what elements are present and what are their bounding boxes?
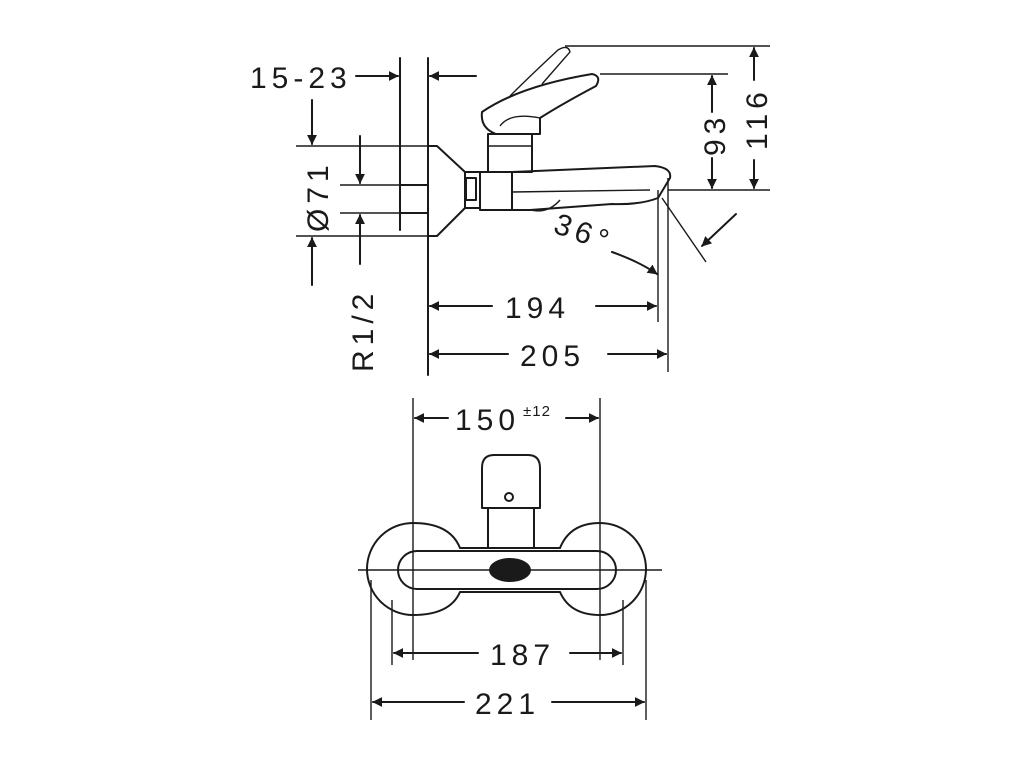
dim-label-height-outer: 116 — [741, 87, 774, 150]
dimension-thread: R1/2 — [347, 135, 380, 372]
dim-label-angle: 36° — [550, 208, 618, 260]
front-centerlines — [358, 398, 662, 720]
dim-label-diameter: Ø71 — [302, 160, 335, 232]
dim-label-projection-outer: 205 — [520, 340, 585, 373]
dimension-height-inner: 93 — [699, 75, 732, 189]
dimension-width-inner: 187 — [393, 639, 622, 672]
dimension-projection-outer: 205 — [429, 340, 667, 373]
wall-flange — [399, 57, 481, 376]
side-view: 15-23 Ø71 R1/2 93 116 — [250, 45, 774, 376]
dim-label-height-inner: 93 — [699, 113, 732, 156]
dimension-angle: 36° — [550, 208, 737, 275]
dim-label-wall-distance: 15-23 — [250, 62, 352, 95]
dim-label-center-tolerance: ±12 — [523, 403, 551, 420]
dimension-wall-distance: 15-23 — [250, 62, 477, 95]
front-body — [366, 522, 647, 616]
front-view: 150 ±12 187 221 — [358, 398, 662, 721]
lever-handle — [480, 46, 600, 135]
dim-label-thread: R1/2 — [347, 289, 380, 372]
dimension-projection-inner: 194 — [429, 292, 657, 325]
cartridge-housing — [487, 133, 533, 173]
front-lever — [481, 454, 541, 549]
dimension-diameter: Ø71 — [302, 99, 335, 286]
dimension-center-spacing: 150 ±12 — [414, 403, 599, 437]
dimension-width-outer: 221 — [372, 688, 645, 721]
dim-label-projection-inner: 194 — [505, 292, 570, 325]
extension-lines — [296, 45, 770, 372]
dim-label-center-spacing: 150 — [455, 404, 520, 437]
dim-label-width-outer: 221 — [475, 688, 540, 721]
dimension-height-outer: 116 — [741, 47, 774, 189]
dim-label-width-inner: 187 — [490, 639, 555, 672]
